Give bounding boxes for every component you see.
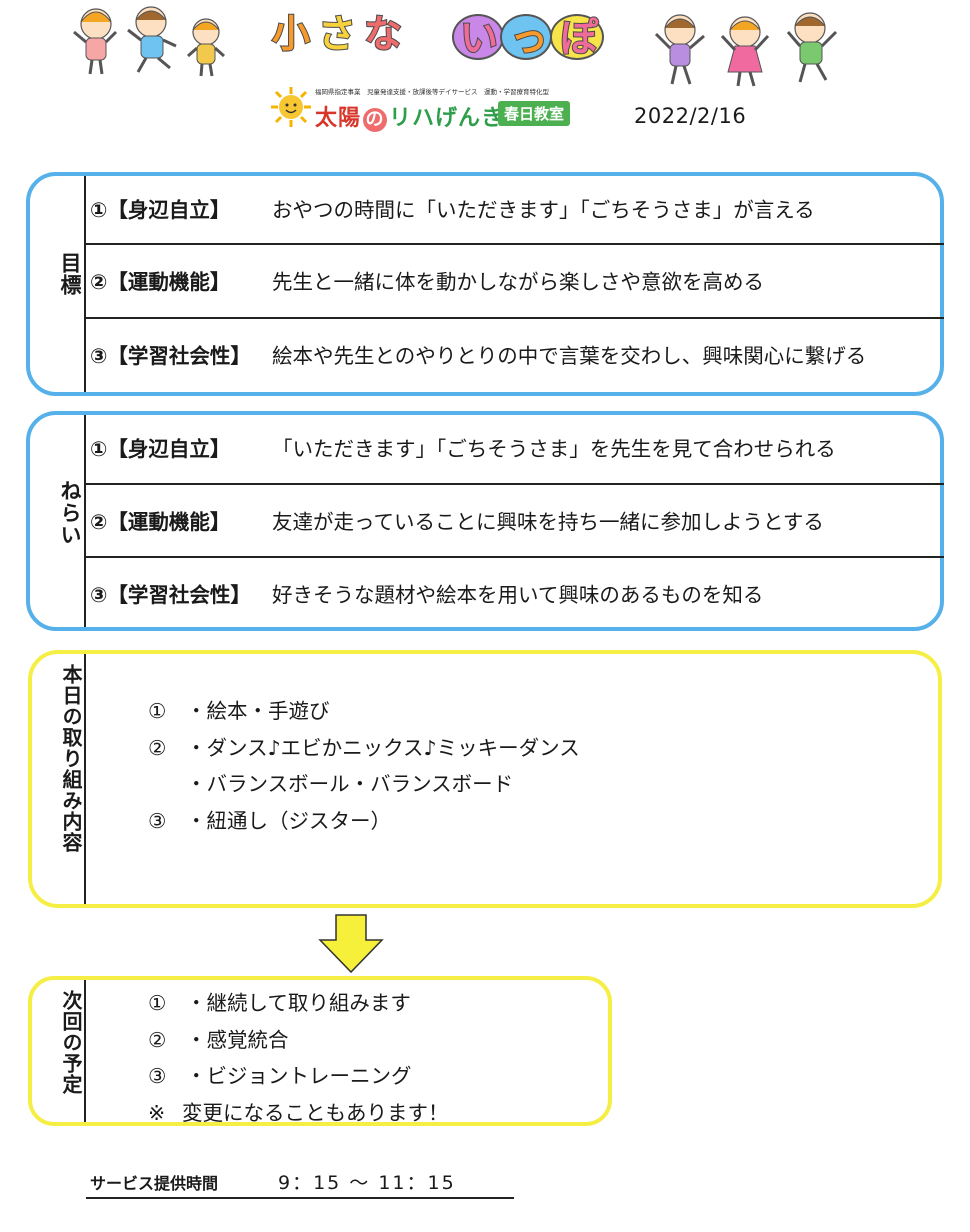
goals-label: 目標 [58,252,82,296]
note-text: 変更になることもあります！ [182,1101,449,1125]
aim-row-motor: ②【運動機能】 友達が走っていることに興味を持ち一緒に参加しようとする [90,506,824,534]
document-date: 2022/2/16 [634,104,747,128]
item-text: ・ビジョントレーニング [186,1064,412,1088]
aim-category: ①【身辺自立】 [90,437,231,461]
item-number: ② [148,736,167,760]
aim-text: 友達が走っていることに興味を持ち一緒に参加しようとする [272,510,824,534]
logo-name: 太陽のリハげんき [315,100,504,132]
item-text: ・感覚統合 [186,1028,289,1052]
goal-category: ②【運動機能】 [90,270,231,294]
next-schedule-label: 次回の予定 [59,990,83,1095]
item-number: ① [148,991,167,1015]
logo-name-part: 太陽 [315,106,362,131]
title-char: な [363,12,403,56]
organization-logo: 福岡県指定事業 児童発達支援・放課後等デイサービス 運動・学習療育特化型 太陽の… [270,84,575,134]
item-text: ・絵本・手遊び [186,699,330,723]
item-number: ① [148,699,167,723]
next-schedule-box [28,976,612,1126]
item-text: ・紐通し（ジスター） [186,809,391,833]
aim-category: ②【運動機能】 [90,510,231,534]
goals-box [26,172,944,396]
title-char: さ [317,12,357,56]
title-char: っ [509,16,549,60]
service-time-value: 9：15 〜 11：15 [278,1172,456,1194]
aims-label: ねらい [58,480,82,546]
item-text: ・バランスボール・バランスボード [186,772,514,796]
goals-row-divider [86,243,944,245]
aim-row-self-help: ①【身辺自立】 「いただきます」「ごちそうさま」を先生を見て合わせられる [90,433,836,461]
goal-category: ③【学習社会性】 [90,344,251,368]
today-divider-vertical [84,654,86,904]
down-arrow-icon [318,914,384,974]
title-char: ぽ [559,16,599,60]
next-schedule-item: ① ・継続して取り組みます [148,986,411,1016]
today-activity-item: ② ・ダンス♪エビかニックス♪ミッキーダンス [148,731,580,761]
today-activities-label: 本日の取り組み内容 [59,664,83,853]
next-schedule-item: ③ ・ビジョントレーニング [148,1059,412,1089]
item-text: ・継続して取り組みます [186,991,411,1015]
aims-box [26,411,944,631]
goal-text: 絵本や先生とのやりとりの中で言葉を交わし、興味関心に繋げる [272,344,867,368]
item-number: ② [148,1028,167,1052]
title-ippo: い っ ぽ [452,14,604,60]
children-illustration-left [73,6,225,77]
aim-category: ③【学習社会性】 [90,583,251,607]
children-illustration-right [654,12,838,87]
next-divider-vertical [84,980,86,1122]
logo-branch-tag: 春日教室 [498,101,571,126]
today-activity-item: ・バランスボール・バランスボード [148,767,513,797]
today-activity-item: ③ ・紐通し（ジスター） [148,804,391,834]
goals-divider-vertical [84,176,86,392]
aims-divider-vertical [84,415,86,627]
next-schedule-note: ※ 変更になることもあります！ [148,1096,449,1126]
title-chiisana: 小 さ な [271,8,403,60]
logo-subtitle: 福岡県指定事業 児童発達支援・放課後等デイサービス 運動・学習療育特化型 [315,88,549,96]
goal-row-motor: ②【運動機能】 先生と一緒に体を動かしながら楽しさや意欲を高める [90,266,764,294]
item-number: ③ [148,1064,167,1088]
item-number: ③ [148,809,167,833]
aims-row-divider [86,556,944,558]
item-text: ・ダンス♪エビかニックス♪ミッキーダンス [186,736,580,760]
goal-text: おやつの時間に「いただきます」「ごちそうさま」が言える [272,198,815,222]
service-time-underline [86,1197,514,1199]
goal-row-self-help: ①【身辺自立】 おやつの時間に「いただきます」「ごちそうさま」が言える [90,194,815,222]
logo-name-part: リハげんき [389,106,505,131]
sun-icon [271,87,311,127]
title-char: 小 [271,12,311,56]
aim-text: 好きそうな題材や絵本を用いて興味のあるものを知る [272,583,764,607]
goal-text: 先生と一緒に体を動かしながら楽しさや意欲を高める [272,270,764,294]
goal-category: ①【身辺自立】 [90,198,231,222]
note-mark: ※ [148,1101,166,1125]
goal-row-learning: ③【学習社会性】 絵本や先生とのやりとりの中で言葉を交わし、興味関心に繋げる [90,340,866,368]
goals-row-divider [86,317,944,319]
aim-text: 「いただきます」「ごちそうさま」を先生を見て合わせられる [272,437,836,461]
service-time-label: サービス提供時間 [90,1174,219,1193]
next-schedule-item: ② ・感覚統合 [148,1023,289,1053]
aims-row-divider [86,483,944,485]
aim-row-learning: ③【学習社会性】 好きそうな題材や絵本を用いて興味のあるものを知る [90,579,763,607]
today-activities-box [28,650,942,908]
logo-name-part: の [363,108,388,132]
today-activity-item: ① ・絵本・手遊び [148,694,330,724]
title-char: い [459,16,499,60]
